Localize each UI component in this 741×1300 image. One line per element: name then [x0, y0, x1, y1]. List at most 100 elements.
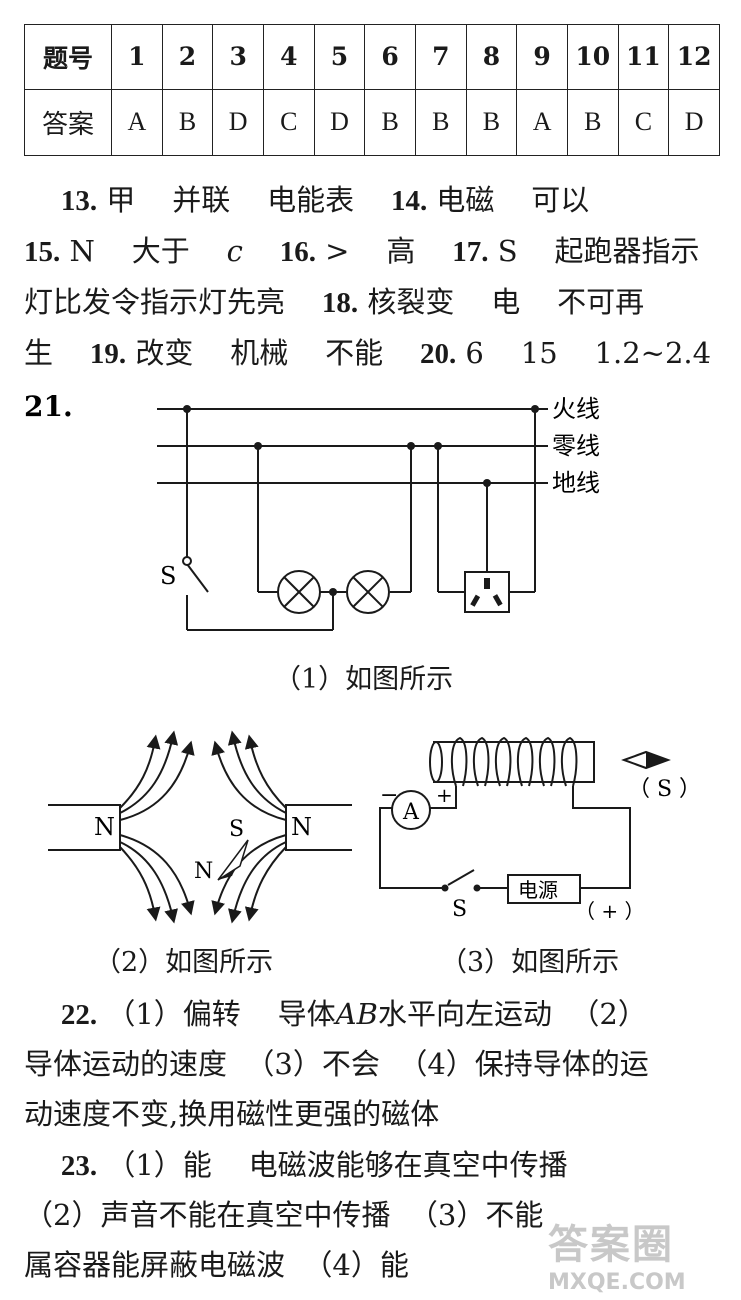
ammeter-label: A [402, 800, 420, 825]
answer-text: AB [335, 997, 378, 1031]
lamp-2 [346, 570, 390, 614]
question-number: 23. [60, 1150, 98, 1182]
answer-cell: A [516, 88, 568, 157]
ammeter-plus-label: + [436, 783, 453, 807]
question-number: 19. [89, 338, 127, 370]
answer-cell: B [465, 88, 518, 157]
answer-text [24, 1148, 61, 1182]
answer-text: （1）偏转 导体 [97, 997, 336, 1031]
source-pole-answer: （ + ） [575, 899, 644, 923]
answer-line: 导体运动的速度 （3）不会 （4）保持导体的运 [24, 1044, 720, 1084]
answer-text: > 高 [315, 234, 453, 268]
answer-line: （2）声音不能在真空中传播 （3）不能 [24, 1195, 720, 1235]
power-source-box [507, 874, 581, 904]
question-number-cell: 3 [212, 24, 264, 90]
question-number: 18. [321, 287, 359, 319]
answer-text: 导体运动的速度 （3）不会 （4）保持导体的运 [24, 1047, 649, 1081]
answer-text: 属容器能屏蔽电磁波 （4）能 [24, 1248, 409, 1282]
pole-answer: （ S ） [628, 777, 701, 802]
answer-text [243, 234, 280, 268]
answer-text: 灯比发令指示灯先亮 [24, 285, 322, 319]
question-number-row: 题号 1 2 3 4 5 6 7 8 9 10 11 12 [24, 24, 720, 90]
answer-cell: B [414, 88, 467, 157]
circuit-switch-label: S [452, 897, 467, 922]
answer-text: 动速度不变,换用磁性更强的磁体 [24, 1097, 440, 1131]
answer-text: （1）能 电磁波能够在真空中传播 [97, 1148, 568, 1182]
caption-2: （2）如图所示 [94, 947, 274, 978]
row-header-answer: 答案 [24, 88, 112, 157]
question-number-cell: 8 [465, 24, 518, 90]
answer-cell: D [212, 88, 264, 157]
question-number-cell: 2 [161, 24, 214, 90]
fire-line-label: 火线 [552, 395, 600, 423]
question-number-cell: 6 [364, 24, 416, 90]
watermark-text: 答案圈 [548, 1222, 674, 1268]
neutral-line-label: 零线 [552, 432, 600, 460]
answer-table: 题号 1 2 3 4 5 6 7 8 9 10 11 12 答案 A B D C… [24, 24, 720, 157]
answer-text: S 起跑器指示 [488, 234, 700, 268]
answer-text [24, 997, 61, 1031]
answer-cell: B [566, 88, 619, 157]
needle-s-label: S [229, 817, 244, 842]
question-number-cell: 4 [262, 24, 315, 90]
question-number-cell: 12 [668, 24, 720, 90]
answer-line: 23. （1）能 电磁波能够在真空中传播 [24, 1145, 720, 1186]
answer-line: 动速度不变,换用磁性更强的磁体 [24, 1094, 720, 1134]
answer-line: 灯比发令指示灯先亮 18. 核裂变 电 不可再 [24, 282, 720, 323]
magnet-right-n-label: N [291, 813, 312, 841]
lamp-1 [277, 570, 321, 614]
answer-text: N 大于 [60, 234, 227, 268]
circuit-switch-blade [447, 869, 475, 886]
question-number-21: 21. [24, 390, 73, 423]
answer-cell: D [313, 88, 366, 157]
answer-line: 15. N 大于 c 16. > 高 17. S 起跑器指示 [24, 231, 720, 272]
caption-1: （1）如图所示 [274, 664, 454, 695]
answer-line: 生 19. 改变 机械 不能 20. 6 15 1.2~2.4 [24, 333, 720, 374]
answer-cell: B [364, 88, 416, 157]
answer-text: 电磁 可以 [427, 183, 590, 217]
watermark-url: MXQE.COM [548, 1270, 686, 1295]
question-number-cell: 9 [516, 24, 568, 90]
question-number: 20. [419, 338, 457, 370]
switch-blade [186, 563, 209, 593]
answer-line: 属容器能屏蔽电磁波 （4）能 [24, 1245, 720, 1285]
question-number: 22. [60, 999, 98, 1031]
magnetic-field-diagram: N N S N [48, 730, 352, 924]
ammeter [391, 790, 431, 830]
answer-text: 6 15 1.2~2.4 [456, 336, 712, 370]
question-number-cell: 11 [617, 24, 670, 90]
caption-3: （3）如图所示 [440, 947, 620, 978]
watermark-logo: 答案圈 MXQE.COM [548, 1212, 738, 1296]
answer-line: 13. 甲 并联 电能表 14. 电磁 可以 [24, 180, 720, 221]
answer-text [24, 183, 61, 217]
question-number-cell: 1 [111, 24, 163, 90]
answer-line: 22. （1）偏转 导体AB水平向左运动 （2） [24, 994, 720, 1035]
answer-cell: C [262, 88, 315, 157]
electromagnet-circuit-diagram: A − + S 电源 （ S ） （ + ） [379, 736, 701, 923]
ammeter-minus-label: − [380, 783, 398, 808]
question-number: 17. [452, 236, 489, 268]
answer-text: （2）声音不能在真空中传播 （3）不能 [24, 1198, 544, 1232]
switch-label: S [160, 562, 176, 590]
question-number: 16. [279, 236, 316, 268]
answer-text: 甲 并联 电能表 [97, 183, 391, 217]
power-source-label: 电源 [518, 878, 558, 902]
household-circuit-diagram: 21. [24, 390, 600, 631]
needle-n-label: N [194, 859, 213, 884]
answer-cell: D [668, 88, 720, 157]
answer-text: 改变 机械 不能 [126, 336, 420, 370]
row-header-number: 题号 [24, 24, 112, 90]
question-number: 13. [60, 185, 98, 217]
magnet-left-n-label: N [94, 813, 115, 841]
switch-pivot [182, 556, 192, 566]
answer-cell: C [617, 88, 670, 157]
answer-text: c [226, 234, 243, 268]
answer-cell: A [111, 88, 163, 157]
question-number-cell: 5 [313, 24, 366, 90]
answer-row: 答案 A B D C D B B B A B C D [24, 88, 720, 157]
ground-line-label: 地线 [552, 469, 600, 497]
question-number-cell: 7 [414, 24, 467, 90]
answer-cell: B [161, 88, 214, 157]
question-number: 15. [24, 236, 61, 268]
three-pin-socket [464, 571, 510, 613]
